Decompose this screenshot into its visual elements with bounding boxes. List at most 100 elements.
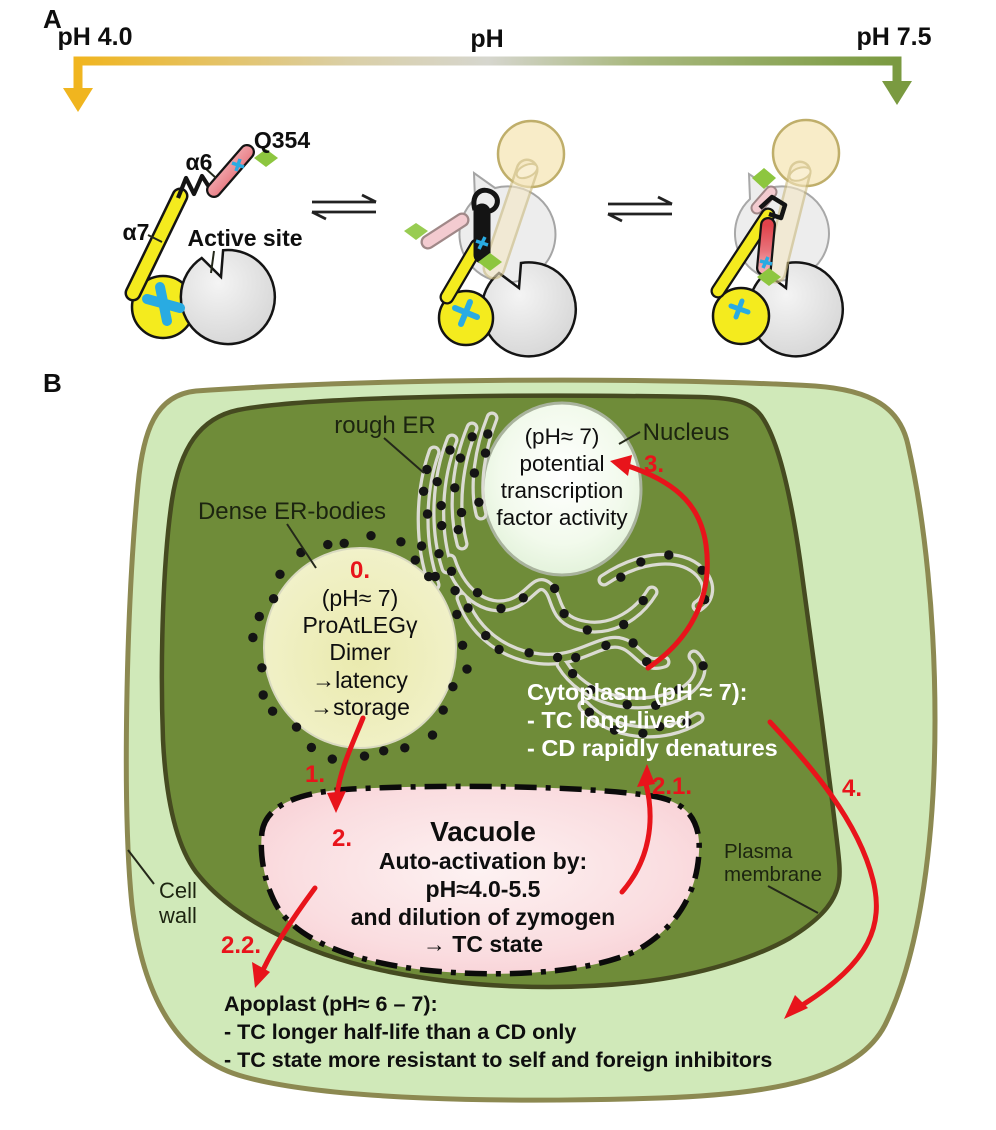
protease-domain-pacman (179, 248, 277, 346)
er-body-line-2: ProAtLEGγ (302, 612, 418, 638)
ribosome-dots (248, 429, 710, 764)
pale-helix (752, 187, 776, 213)
acid-arrow-icon (63, 88, 93, 112)
ph-mid-label: pH (470, 25, 503, 53)
vacuole-line-3: and dilution of zymogen (351, 904, 615, 930)
ghost-helix-rod (482, 158, 539, 280)
q354-diamond-icon (752, 168, 776, 189)
cytoplasm-line-3: - CD rapidly denatures (527, 735, 778, 761)
protein-compact-dimer (710, 118, 844, 358)
step-0-label: 0. (350, 557, 370, 584)
apoplast-text: Apoplast (pH≈ 6 – 7): - TC longer half-l… (224, 992, 772, 1072)
panel-a: A pH 4.0 pH pH 7.5 (43, 4, 932, 358)
cyan-mark-icon (475, 236, 489, 250)
step-number-labels: 1. 2. 2.1. 2.2. 3. 4. (221, 451, 862, 959)
vacuole-line-2: pH≈4.0-5.5 (426, 876, 541, 902)
cyan-mark-icon (759, 256, 773, 269)
nucleus-line-3: transcription (501, 478, 624, 503)
ph-left-label: pH 4.0 (57, 23, 132, 51)
linker-squiggle (758, 194, 788, 221)
step-2-1-label: 2.1. (652, 773, 692, 800)
linker-squiggle (176, 173, 213, 199)
alpha6-helix (208, 146, 253, 196)
active-site-cross-icon (142, 282, 185, 326)
cyan-star-icon (231, 158, 245, 172)
catalytic-domain-yellow (711, 286, 771, 346)
q354-label: Q354 (254, 127, 310, 153)
cell-wall-label: Cell wall (158, 878, 197, 928)
q354-diamond-icon (254, 149, 278, 167)
vacuole-line-1: Auto-activation by: (379, 848, 587, 874)
arrow-2-1-head-icon (637, 764, 655, 787)
nucleus-pointer-line (618, 431, 641, 445)
protein-intermediate-dimer (404, 119, 577, 358)
q354-diamond-icon (757, 268, 781, 286)
er-body-line-3: Dimer (329, 639, 391, 665)
arrow-2-2-vacuole-to-apoplast (261, 885, 318, 971)
alpha7-label: α7 (123, 219, 150, 245)
vacuole-line-4: → TC state (423, 931, 543, 957)
arrow-4-secretion (767, 719, 879, 1007)
alpha7-pointer-line (147, 234, 163, 243)
er-body-line-5: →storage (310, 694, 410, 720)
ph-right-label: pH 7.5 (856, 23, 931, 51)
apoplast-line-1: Apoplast (pH≈ 6 – 7): (224, 992, 438, 1016)
q354-diamond-icon (404, 223, 428, 240)
panel-b: B (43, 368, 938, 1103)
rough-er-pointer-line (383, 437, 425, 474)
arrow-1-er-to-vacuole (334, 715, 366, 798)
cell-wall-line-2: wall (158, 903, 197, 928)
er-body-line-4: →latency (312, 667, 408, 693)
apoplast-line-3: - TC state more resistant to self and fo… (224, 1048, 772, 1072)
arrow-4-head-icon (784, 995, 808, 1019)
cell-wall-pointer-line (127, 849, 155, 885)
arrow-3-head-icon (610, 455, 632, 476)
vacuole-title: Vacuole (430, 816, 536, 847)
plasma-membrane-line-1: Plasma (724, 840, 793, 863)
cell-wall-line-1: Cell (159, 878, 197, 903)
equilibrium-arrows-icon (311, 193, 377, 221)
vacuole-text: Vacuole Auto-activation by: pH≈4.0-5.5 a… (351, 816, 615, 957)
alpha7-helix (127, 190, 186, 299)
step-2-2-label: 2.2. (221, 932, 261, 959)
arrow-2-2-head-icon (252, 962, 270, 988)
cytoplasm-text: Cytoplasm (pH ≈ 7): - TC long-lived - CD… (527, 679, 778, 761)
plasma-membrane-line-2: membrane (724, 863, 822, 886)
er-bodies-pointer-line (286, 523, 317, 569)
step-1-label: 1. (305, 761, 325, 788)
alpha7-helix (441, 240, 483, 303)
active-site-cross-icon (452, 299, 480, 327)
ph-gradient-bar (73, 56, 902, 92)
cytoplasm-line-1: Cytoplasm (pH ≈ 7): (527, 679, 748, 705)
er-body-shape (263, 547, 457, 749)
active-site-label: Active site (187, 225, 302, 251)
pale-helix (422, 214, 468, 248)
step-3-label: 3. (644, 451, 664, 478)
nucleus-line-1: (pH≈ 7) (525, 424, 600, 449)
plasma-membrane-pointer-line (767, 885, 819, 914)
equilibrium-arrows-icon (607, 195, 673, 223)
trafficking-arrows (252, 455, 879, 1019)
panel-b-label: B (43, 368, 62, 398)
rough-er-label: rough ER (334, 412, 435, 439)
panel-a-label: A (43, 4, 62, 34)
arrow-3-to-nucleus (625, 463, 710, 671)
alpha7-helix (712, 209, 774, 297)
step-2-label: 2. (332, 825, 352, 852)
plasma-membrane-label: Plasma membrane (724, 840, 822, 886)
dense-er-bodies-label: Dense ER-bodies (198, 498, 386, 525)
base-arrow-icon (882, 81, 912, 105)
er-body-text: 0. (pH≈ 7) ProAtLEGγ Dimer →latency →sto… (302, 557, 418, 720)
arrow-1-head-icon (327, 791, 346, 813)
active-site-pointer-line (210, 250, 215, 274)
arrow-2-1-vacuole-to-cytoplasm (619, 781, 653, 895)
ph-scale: pH 4.0 pH pH 7.5 (57, 23, 932, 112)
nucleus-line-2: potential (519, 451, 604, 476)
active-site-cross-icon (728, 298, 751, 320)
nucleus-label: Nucleus (643, 419, 730, 446)
nucleus-line-4: factor activity (496, 505, 628, 530)
apoplast-line-2: - TC longer half-life than a CD only (224, 1020, 576, 1044)
nucleus-text: (pH≈ 7) potential transcription factor a… (496, 424, 628, 530)
